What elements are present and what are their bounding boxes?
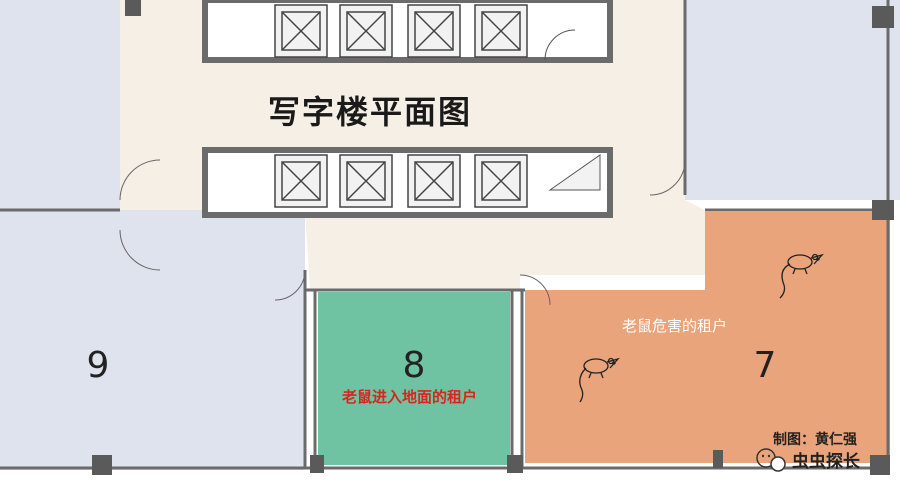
door-swings	[119, 159, 686, 306]
office-top-left	[0, 0, 120, 210]
room-number-8: 8	[403, 345, 426, 386]
wechat-icon	[756, 448, 786, 472]
room-number-9: 9	[87, 345, 110, 386]
room-7-note: 老鼠危害的租户	[622, 317, 727, 335]
rat-icon-bottom	[579, 357, 620, 403]
walls	[0, 0, 890, 470]
room-8	[318, 292, 510, 465]
office-9	[0, 210, 305, 470]
credit-text: 制图：黄仁强	[773, 431, 857, 448]
room-number-7: 7	[754, 345, 777, 386]
room-7	[525, 212, 890, 463]
elevator-bank-bottom	[202, 147, 613, 218]
columns	[92, 0, 894, 475]
room-8-note: 老鼠进入地面的租户	[341, 388, 477, 406]
elevator-bank-top	[202, 0, 613, 63]
office-top-right	[685, 0, 900, 200]
account-name: 虫虫探长	[792, 451, 861, 472]
rat-icon-top	[779, 253, 824, 299]
plan-title: 写字楼平面图	[268, 93, 472, 131]
